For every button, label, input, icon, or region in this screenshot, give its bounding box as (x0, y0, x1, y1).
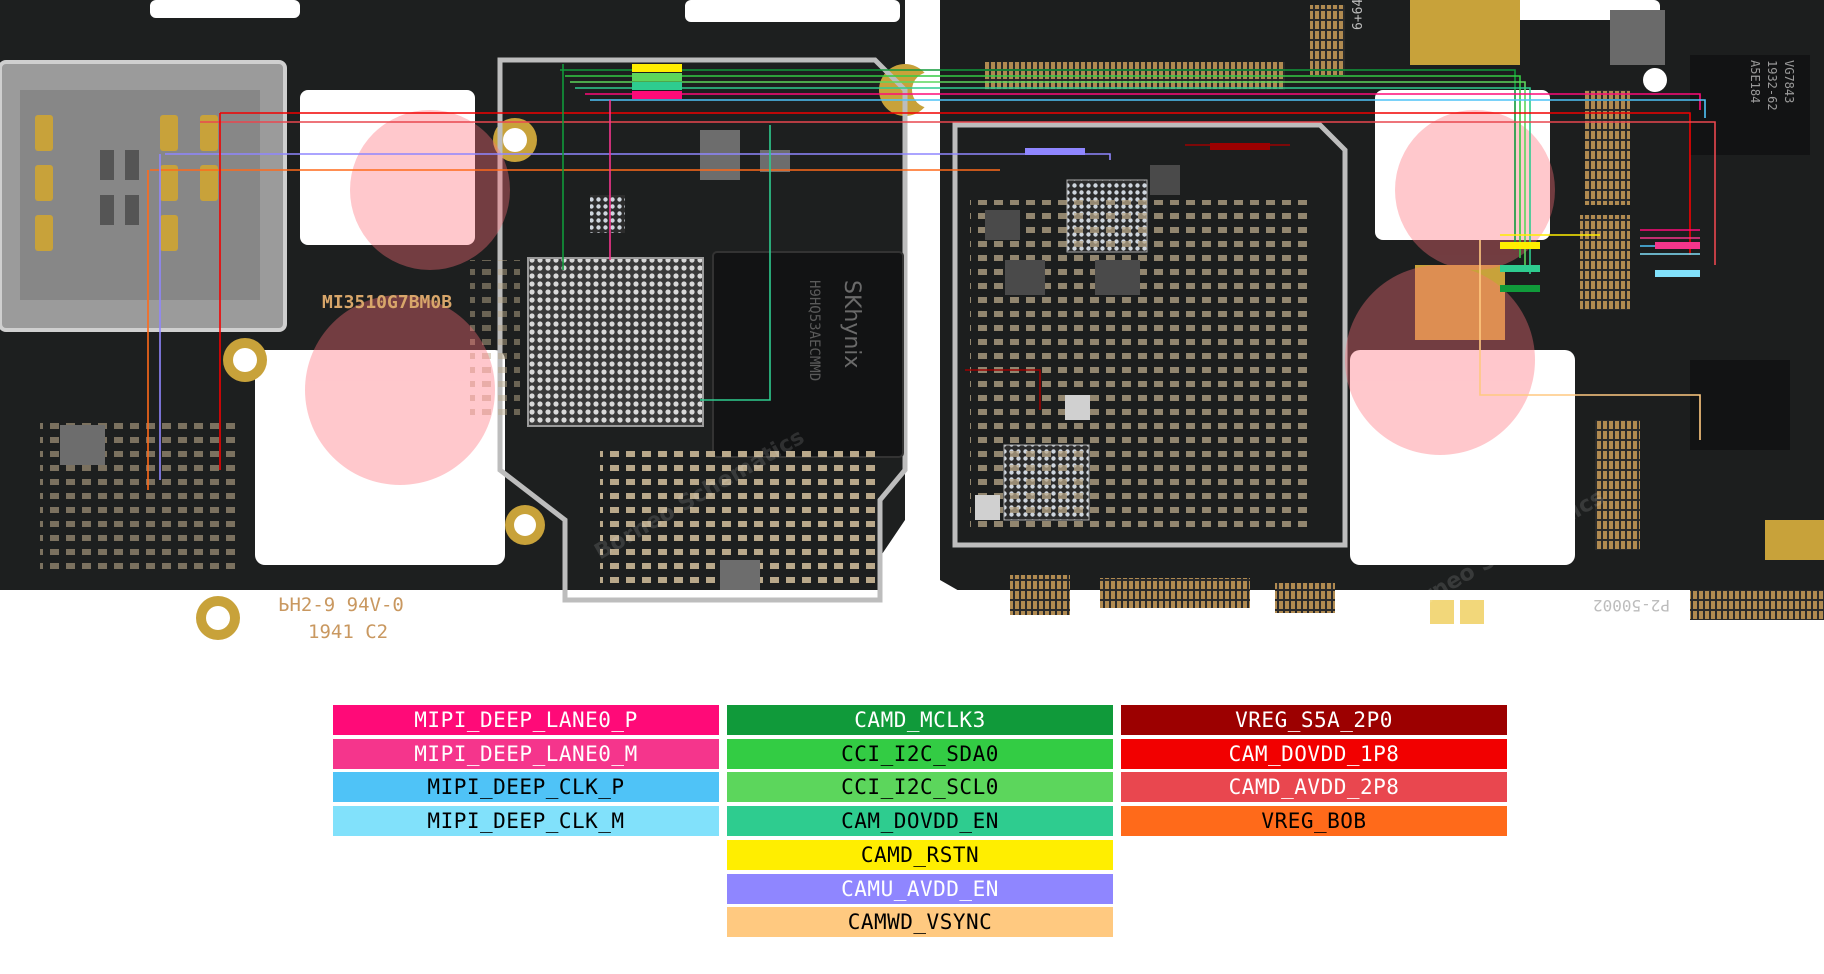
ul-mark-text: ЬН2-9 94V-0 (278, 594, 404, 616)
trace-label-tabs (632, 64, 1700, 292)
legend-entry: CAM_DOVDD_EN (727, 806, 1113, 837)
legend-entry: CCI_I2C_SCL0 (727, 772, 1113, 803)
legend-entry: MIPI_DEEP_CLK_M (333, 806, 719, 837)
legend-entry: MIPI_DEEP_LANE0_M (333, 738, 719, 769)
legend-entry: CAMD_RSTN (727, 839, 1113, 870)
right-board (940, 0, 1824, 655)
ic-code-1-text: VG7843 (1782, 60, 1796, 103)
small-code-text: 6+64G (1351, 0, 1366, 30)
legend-entry: MIPI_DEEP_LANE0_P (333, 705, 719, 735)
legend-entry: CAMU_AVDD_EN (727, 873, 1113, 904)
memory-brand-text: SKhynix (839, 280, 864, 368)
pcb-board-photo: MI3510G7BM0B ЬН2-9 94V-0 1941 C2 SKhynix… (0, 0, 1824, 655)
memory-code-text: H9HQ53AECMMD (806, 280, 822, 381)
legend-entry: MIPI_DEEP_CLK_P (333, 772, 719, 803)
ic-code-2-text: 1932-62 (1765, 60, 1779, 111)
legend-entry: CAMWD_VSYNC (727, 907, 1113, 938)
legend-entry: VREG_BOB (1121, 806, 1507, 837)
legend-entry: CAMD_MCLK3 (727, 705, 1113, 735)
date-code-text: 1941 C2 (308, 621, 388, 643)
legend-entry: CAM_DOVDD_1P8 (1121, 738, 1507, 769)
signal-traces (147, 64, 1716, 490)
legend-entry: CAMD_AVDD_2P8 (1121, 772, 1507, 803)
part-code-text: MI3510G7BM0B (322, 292, 452, 313)
legend-entry: CCI_I2C_SDA0 (727, 738, 1113, 769)
legend-entry: VREG_S5A_2P0 (1121, 705, 1507, 735)
ic-code-3-text: A5E184 (1748, 60, 1762, 103)
left-board (0, 0, 948, 655)
board-code-text: P2-50002 (1593, 596, 1670, 615)
